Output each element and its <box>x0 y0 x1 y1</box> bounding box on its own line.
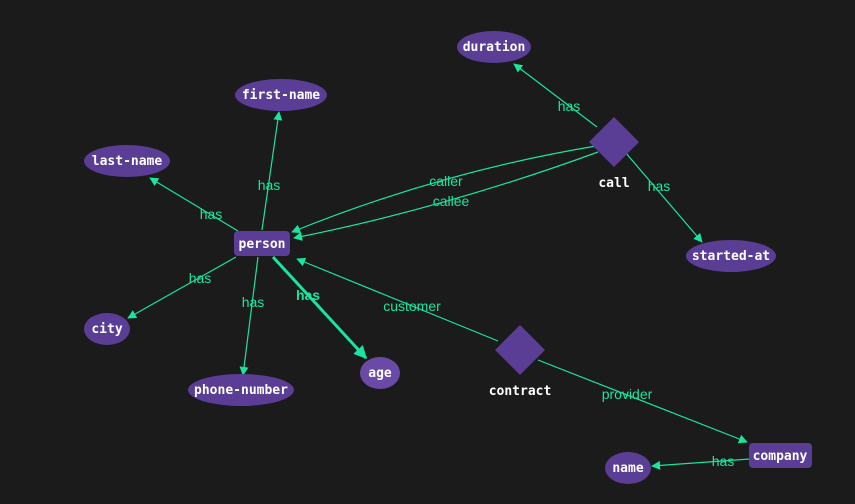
edge-label-callee: callee <box>433 193 470 209</box>
edge-label-company-name: has <box>712 453 735 469</box>
attribute-name[interactable]: name <box>605 452 651 484</box>
attribute-duration-shape[interactable] <box>457 31 531 63</box>
attribute-last-name[interactable]: last-name <box>84 145 170 177</box>
edge-call-callee[interactable] <box>293 151 599 241</box>
edge-company-name[interactable] <box>651 458 751 470</box>
attribute-phone-number-shape[interactable] <box>188 374 294 406</box>
attribute-phone-number[interactable]: phone-number <box>188 374 294 406</box>
relation-call-shape[interactable] <box>589 117 639 167</box>
edge-call-duration[interactable] <box>513 63 598 128</box>
edge-label-person-last-name: has <box>200 206 223 222</box>
edge-call-started-at[interactable] <box>624 151 703 243</box>
edge-call-caller[interactable] <box>291 145 597 234</box>
attribute-city-label: city <box>91 322 122 337</box>
relation-call-label: call <box>598 176 629 191</box>
attribute-started-at[interactable]: started-at <box>686 240 776 272</box>
edge-person-phone-number[interactable] <box>239 256 259 376</box>
edge-person-city[interactable] <box>127 256 237 319</box>
relation-call[interactable]: call <box>589 117 639 191</box>
relation-contract[interactable]: contract <box>489 325 552 399</box>
relation-contract-label: contract <box>489 384 552 399</box>
attribute-city-shape[interactable] <box>84 313 130 345</box>
edge-label-person-age: has <box>296 287 320 303</box>
edge-contract-customer[interactable] <box>296 257 499 342</box>
edge-label-person-first-name: has <box>258 177 281 193</box>
attribute-name-shape[interactable] <box>605 452 651 484</box>
entity-person-shape[interactable] <box>234 231 290 256</box>
edge-label-caller: caller <box>429 173 463 189</box>
attribute-age[interactable]: age <box>360 357 400 389</box>
entity-person-label: person <box>239 237 286 252</box>
attribute-started-at-label: started-at <box>692 249 770 264</box>
edge-person-last-name[interactable] <box>149 177 239 232</box>
edges <box>127 63 751 470</box>
relation-contract-shape[interactable] <box>495 325 545 375</box>
entity-company-label: company <box>753 449 808 464</box>
attribute-last-name-shape[interactable] <box>84 145 170 177</box>
attribute-phone-number-label: phone-number <box>194 383 288 398</box>
edge-labels: has has caller callee has has has has ha… <box>189 98 735 469</box>
edge-label-person-city: has <box>189 270 212 286</box>
edge-person-age[interactable] <box>271 255 368 360</box>
attribute-duration[interactable]: duration <box>457 31 531 63</box>
edge-label-customer: customer <box>383 298 441 314</box>
attribute-name-label: name <box>612 461 643 476</box>
edge-label-provider: provider <box>602 386 653 402</box>
edge-label-call-duration: has <box>558 98 581 114</box>
attribute-first-name[interactable]: first-name <box>235 79 327 111</box>
edge-label-person-phone-number: has <box>242 294 265 310</box>
edge-person-first-name[interactable] <box>261 111 283 231</box>
attribute-started-at-shape[interactable] <box>686 240 776 272</box>
edge-contract-provider[interactable] <box>537 359 748 444</box>
entity-company-shape[interactable] <box>749 443 812 468</box>
attribute-last-name-label: last-name <box>92 154 163 169</box>
attribute-city[interactable]: city <box>84 313 130 345</box>
attribute-age-label: age <box>368 366 392 381</box>
attribute-age-shape[interactable] <box>360 357 400 389</box>
attribute-first-name-shape[interactable] <box>235 79 327 111</box>
entity-company[interactable]: company <box>749 443 812 468</box>
edge-label-call-started-at: has <box>648 178 671 194</box>
attribute-first-name-label: first-name <box>242 88 320 103</box>
entity-person[interactable]: person <box>234 231 290 256</box>
attribute-duration-label: duration <box>463 40 526 55</box>
